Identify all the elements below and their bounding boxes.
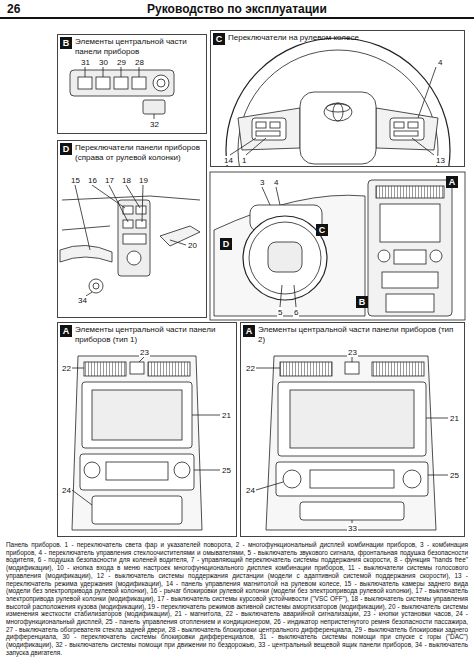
badge-letter: B [356,296,368,308]
page-number: 26 [6,3,21,16]
callout-number: 4 [273,178,279,187]
callout-number: 6 [293,308,299,317]
letter-badge: A [446,176,458,188]
callout-number: 25 [221,466,232,475]
callout-number: 31 [80,58,91,67]
letter-badge: A [243,325,255,337]
callout-number: 17 [104,176,115,185]
callout-number: 4 [437,58,443,67]
callout-number: 14 [223,156,234,165]
callout-number: 22 [61,364,72,373]
letter-badge: C [213,33,225,45]
callout-number: 34 [77,296,88,305]
callout-number: 1 [241,156,247,165]
callout-number: 5 [277,308,283,317]
callout-number: 30 [98,58,109,67]
callout-number: 23 [347,348,358,357]
figure-panel: Переключатели на рулевом колесеC [210,30,465,167]
callout-number: 29 [116,58,127,67]
caption-text: Панель приборов. 1 - переключатель света… [6,541,468,657]
figure-panel: Переключатели панели приборов (справа от… [57,140,207,318]
callout-number: 3 [259,178,265,187]
callout-number: 32 [149,120,160,129]
page-title: Руководство по эксплуатации [0,2,474,16]
callout-number: 19 [138,176,149,185]
badge-letter: A [60,325,72,337]
callout-number: 24 [61,486,72,495]
callout-number: 15 [70,176,81,185]
callout-number: 20 [187,241,198,250]
callout-number: 24 [245,486,256,495]
callout-number: 16 [87,176,98,185]
callout-number: 22 [245,364,256,373]
badge-letter: D [220,238,232,250]
callout-number: 21 [449,414,460,423]
letter-badge: D [220,238,232,250]
figure-panel: Элементы центральной части панели прибор… [57,34,207,134]
letter-badge: B [60,37,72,49]
panel-title: Элементы центральной части панели прибор… [75,37,203,56]
panel-title: Элементы центральной части панели прибор… [258,325,461,344]
panel-title: Переключатели панели приборов (справа от… [75,143,203,162]
badge-letter: D [60,143,72,155]
badge-letter: C [316,224,328,236]
letter-badge: B [356,296,368,308]
badge-letter: C [213,33,225,45]
callout-number: 25 [449,471,460,480]
letter-badge: D [60,143,72,155]
callout-number: 18 [121,176,132,185]
callout-number: 23 [139,348,150,357]
panel-title: Элементы центральной части панели прибор… [75,325,233,344]
badge-letter: A [243,325,255,337]
callout-number: 33 [347,524,358,533]
letter-badge: A [60,325,72,337]
letter-badge: C [316,224,328,236]
panel-title: Переключатели на рулевом колесе [228,33,461,43]
badge-letter: B [60,37,72,49]
callout-number: 21 [221,411,232,420]
badge-letter: A [446,176,458,188]
callout-number: 28 [134,58,145,67]
callout-number: 13 [435,156,446,165]
